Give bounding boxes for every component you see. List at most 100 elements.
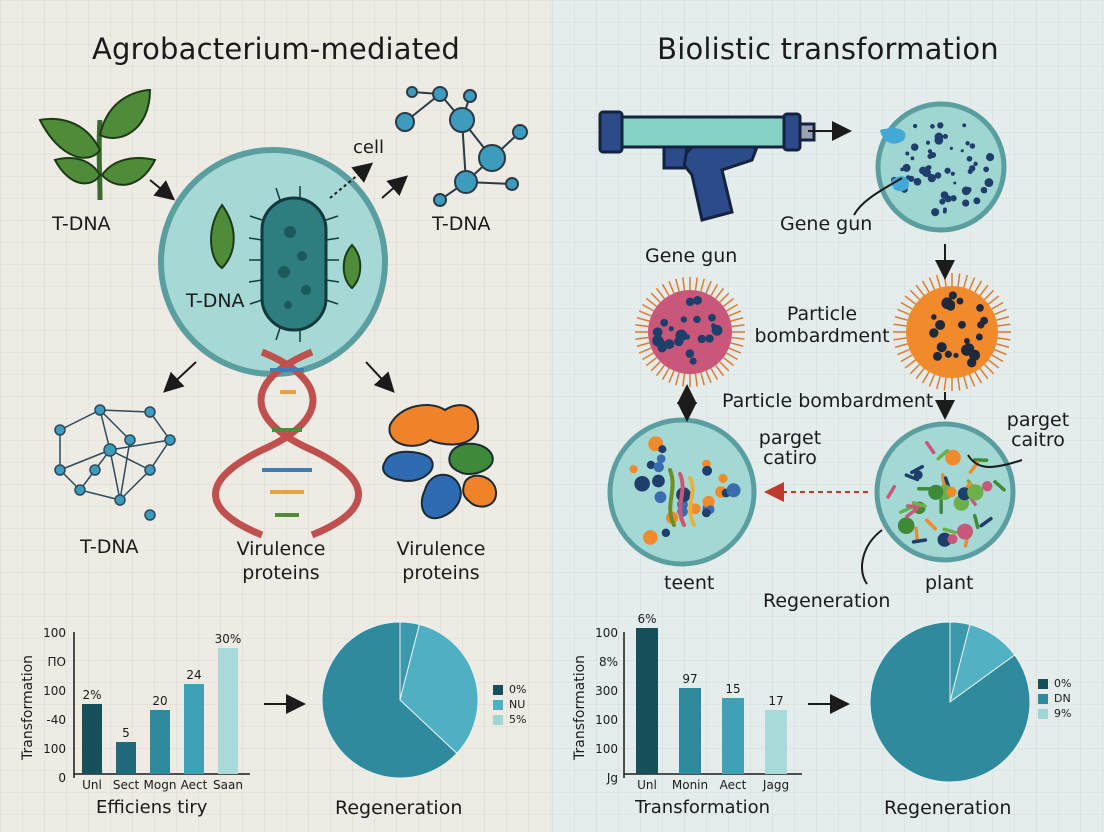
y-tick-label: 8% (598, 655, 618, 669)
cell-label: cell (353, 137, 384, 158)
bar (722, 698, 744, 774)
x-tick-label: Monin (671, 778, 709, 792)
x-tick-label: Unl (82, 778, 102, 792)
legend-label: DN (1054, 692, 1071, 705)
bar-value-label: 24 (186, 668, 202, 682)
plant-cell-icon (874, 421, 1016, 563)
legend-item: DN (1038, 691, 1071, 706)
bar-value-label: 6% (637, 612, 657, 626)
legend-item: 5% (493, 712, 526, 727)
protein-icon (382, 404, 498, 520)
y-tick-label: 100 (43, 684, 66, 698)
virulence-proteins-label: Virulence proteins (236, 538, 326, 584)
left-bar-chart-bars (82, 648, 238, 774)
flow-arrows (149, 162, 409, 714)
bar-value-label: 15 (725, 682, 741, 696)
x-tick-label: Sect (112, 778, 140, 792)
parget-label: parget caitro (1006, 409, 1070, 451)
legend-label: 5% (509, 713, 527, 726)
y-tick-label: 0 (58, 771, 66, 785)
gene-gun-label: Gene gun (780, 213, 873, 235)
x-tick-label: Mogn (143, 778, 177, 792)
legend-label: 0% (509, 683, 527, 696)
pie-slice (321, 621, 458, 779)
x-tick-label: Aect (180, 778, 208, 792)
biolistic-panel: Biolistic transformation (552, 0, 1104, 832)
legend-item: 9% (1038, 706, 1071, 721)
y-tick-label: -40 (46, 713, 66, 727)
y-axis-label: Transformation (20, 654, 36, 760)
bar-value-label: 5 (122, 726, 130, 740)
parget-label: parget catiro (758, 427, 822, 469)
bar-value-label: 97 (682, 672, 698, 686)
bar-value-label: 2% (82, 688, 102, 702)
bar (765, 710, 787, 774)
legend-item: 0% (493, 682, 526, 697)
regeneration-label: Regeneration (335, 797, 463, 819)
y-tick-label: 100 (43, 742, 66, 756)
legend-swatch (493, 714, 503, 725)
right-bar-chart-bars (636, 628, 787, 774)
panel-title: Biolistic transformation (657, 32, 999, 66)
x-axis-label: Efficiens tiry (96, 797, 208, 818)
x-tick-label: Unl (637, 778, 657, 792)
pie-legend: 0% DN 9% (1038, 676, 1071, 721)
y-tick-label: 300 (595, 684, 618, 698)
y-tick-label: 100 (595, 742, 618, 756)
plant-label: plant (925, 572, 974, 594)
pie-slice (399, 623, 479, 755)
pie-legend: 0% NU 5% (493, 682, 526, 727)
y-tick-label: 100 (595, 713, 618, 727)
legend-swatch (1038, 678, 1048, 689)
bar (679, 688, 701, 774)
y-tick-label: ПО (47, 655, 66, 669)
teent-label: teent (664, 572, 715, 594)
legend-label: 0% (1054, 677, 1072, 690)
y-tick-label: 100 (43, 626, 66, 640)
bombarded-cell-icon (635, 277, 745, 387)
right-pie-chart (869, 621, 1031, 783)
bar (184, 684, 204, 774)
regeneration-label: Regeneration (884, 797, 1012, 819)
tdna-label: T-DNA (52, 213, 111, 235)
y-tick-label: 100 (595, 626, 618, 640)
legend-item: 0% (1038, 676, 1071, 691)
bar (150, 710, 170, 774)
legend-swatch (1038, 708, 1048, 719)
legend-swatch (493, 699, 503, 710)
dna-helix-icon (212, 348, 362, 539)
panel-title: Agrobacterium-mediated (91, 32, 461, 66)
legend-swatch (493, 684, 503, 695)
bar (636, 628, 658, 774)
virulence-proteins-label: Virulence proteins (396, 538, 486, 584)
left-pie-chart (321, 621, 479, 779)
tdna-label: T-DNA (186, 290, 245, 312)
particle-bombardment-label: Particle bombardment (722, 390, 934, 412)
legend-swatch (1038, 693, 1048, 704)
pie-slice (869, 621, 1031, 783)
y-axis-label: Transformation (572, 654, 588, 760)
x-axis-label: Transformation (635, 797, 771, 818)
legend-label: 9% (1054, 707, 1072, 720)
bar-value-label: 30% (214, 632, 242, 646)
gene-gun-label: Gene gun (645, 245, 738, 267)
x-tick-label: Jagg (762, 778, 790, 792)
tdna-label: T-DNA (432, 213, 491, 235)
agrobacterium-panel: Agrobacterium-mediated (0, 0, 552, 832)
network-icon (54, 404, 176, 521)
gene-gun-icon (598, 110, 816, 222)
biolistic-illustration (598, 101, 1031, 783)
bar (82, 704, 102, 774)
legend-label: NU (509, 698, 526, 711)
flow-arrows (677, 121, 1023, 714)
tdna-label: T-DNA (80, 536, 139, 558)
plant-icon (38, 88, 157, 201)
target-cell-icon (875, 101, 1007, 233)
bombarded-cell-icon (893, 273, 1011, 391)
bar-value-label: 20 (152, 694, 168, 708)
agrobacterium-illustration (38, 86, 528, 779)
molecule-icon (395, 86, 528, 207)
y-tick-label: Jg (606, 771, 618, 785)
bar-value-label: 17 (768, 694, 784, 708)
particle-bombardment-label: Particle bombardment (754, 303, 890, 347)
